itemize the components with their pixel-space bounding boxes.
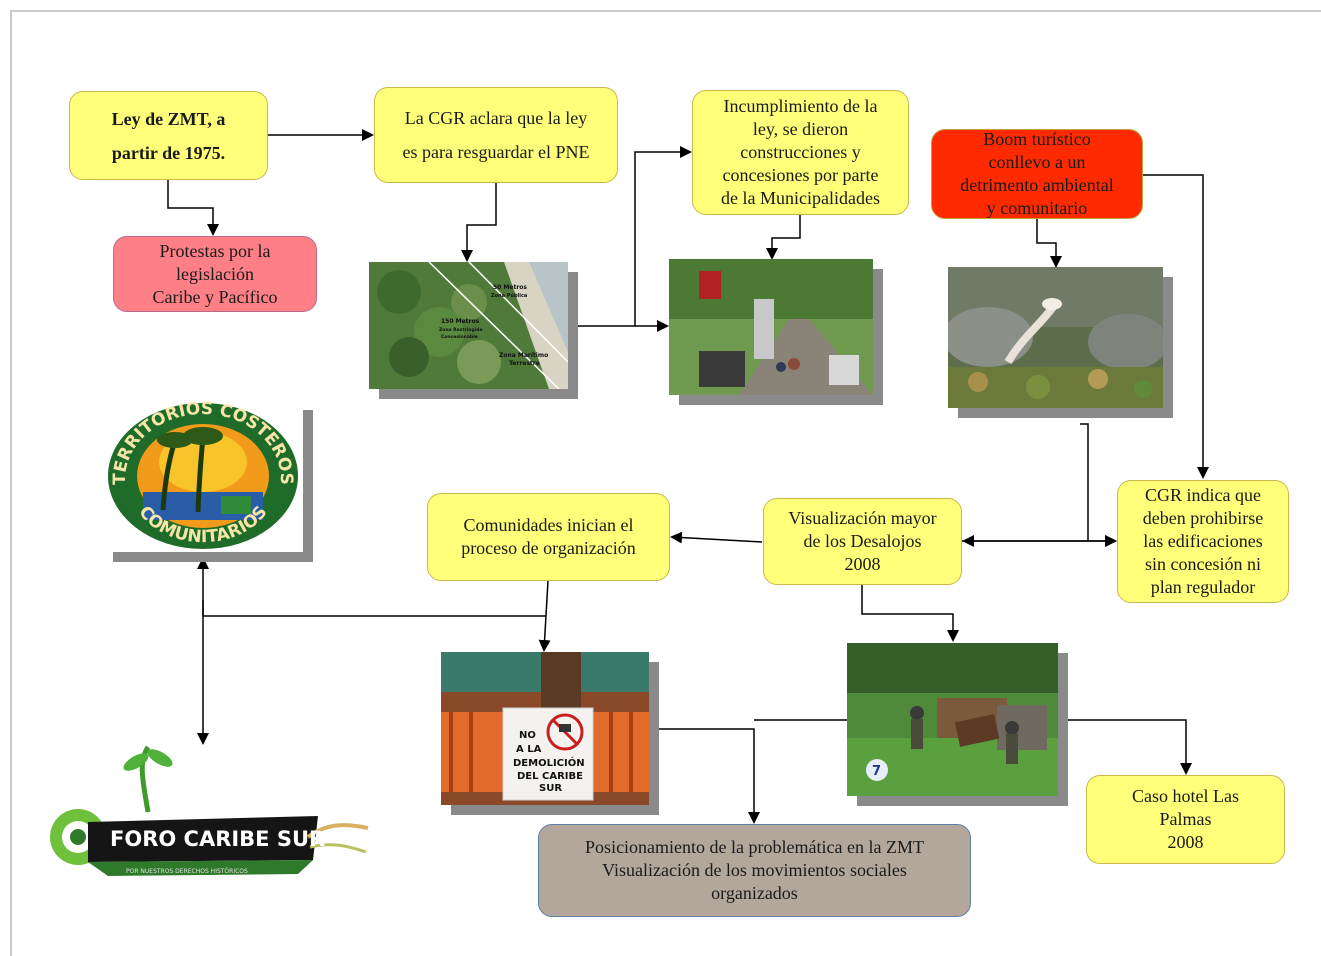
arrow-visualizacion-to-eviction xyxy=(861,585,959,642)
map-label-terrestre: Terrestre xyxy=(509,360,540,367)
box-posicionamiento: Posicionamiento de la problemática en la… xyxy=(538,824,971,917)
foro-caribe-sur-logo: FORO CARIBE SUR POR NUESTROS DERECHOS HI… xyxy=(48,742,370,886)
street-constructions-photo xyxy=(669,259,873,395)
arrow-ley-to-protestas xyxy=(167,180,219,236)
zmt-aerial-map-photo: 50 Metros Zona Pública 150 Metros Zona R… xyxy=(369,262,568,389)
sign-text-demolicion: DEMOLICIÓN xyxy=(513,756,585,769)
page-border-top xyxy=(10,10,1321,12)
foro-logo-subtext: POR NUESTROS DERECHOS HISTÓRICOS xyxy=(126,868,248,875)
arrow-eviction-to-caso-hotel xyxy=(1058,719,1192,775)
box-cgr-indica: CGR indica que deben prohibirse las edif… xyxy=(1117,480,1289,603)
arrow-incumplimiento-to-street xyxy=(766,215,801,260)
arrow-boom-to-photo xyxy=(1036,219,1062,268)
tv-channel-logo: 7 xyxy=(872,764,881,779)
map-label-maritimo: Zona Marítimo xyxy=(499,352,548,359)
box-ley-zmt: Ley de ZMT, a partir de 1975. xyxy=(69,91,268,180)
boom-turistico-photo xyxy=(948,267,1163,408)
arrow-visualizacion-to-comunidades xyxy=(670,531,763,544)
box-cgr-aclara: La CGR aclara que la ley es para resguar… xyxy=(374,87,618,183)
box-protestas: Protestas por la legislación Caribe y Pa… xyxy=(113,236,317,312)
arrow-boom-photo-to-cgr-indica xyxy=(1080,423,1117,547)
map-label-50m: 50 Metros xyxy=(493,284,527,291)
box-visualizacion-desalojos: Visualización mayor de los Desalojos 200… xyxy=(763,498,962,585)
map-label-restringida: Zona Restringida xyxy=(439,327,483,333)
box-comunidades: Comunidades inician el proceso de organi… xyxy=(427,493,670,581)
sign-text-a-la: A LA xyxy=(516,744,542,755)
territorios-costeros-logo: TERRITORIOS COSTEROS COMUNITARIOS xyxy=(103,400,303,552)
page-border-left xyxy=(10,10,12,956)
box-incumplimiento: Incumplimiento de la ley, se dieron cons… xyxy=(692,90,909,215)
arrow-cgr-to-map xyxy=(461,183,497,262)
arrow-boom-to-cgr-indica xyxy=(1143,174,1209,479)
map-label-150m: 150 Metros xyxy=(441,318,480,325)
protest-sign-photo: NO A LA DEMOLICIÓN DEL CARIBE SUR xyxy=(441,652,649,805)
arrow-map-to-incumplimiento xyxy=(634,146,692,326)
map-label-zona-publica: Zona Pública xyxy=(491,292,527,299)
sign-text-no: NO xyxy=(519,730,536,741)
foro-logo-text: FORO CARIBE SUR xyxy=(110,827,325,851)
map-label-concesionable: Concesionable xyxy=(441,334,478,340)
eviction-photo: 7 xyxy=(847,643,1058,796)
sign-text-sur: SUR xyxy=(539,783,562,794)
arrow-sign-to-posicionamiento xyxy=(650,728,760,824)
sign-text-del-caribe: DEL CARIBE xyxy=(517,771,583,782)
box-boom-turistico: Boom turístico conllevo a un detrimento … xyxy=(931,129,1143,219)
box-caso-hotel: Caso hotel Las Palmas 2008 xyxy=(1086,775,1285,864)
